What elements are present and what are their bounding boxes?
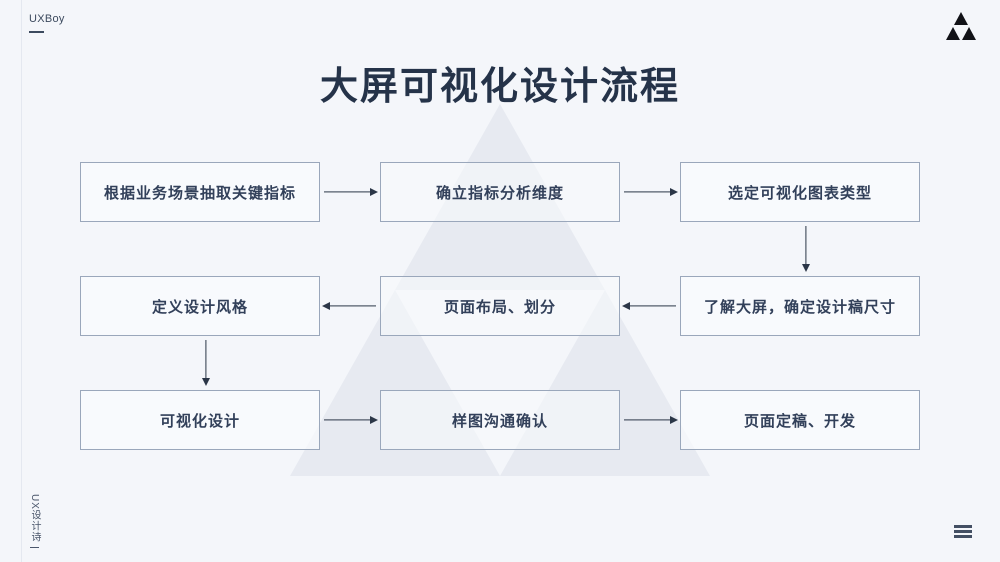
brand-block: UXBoy xyxy=(29,12,65,33)
flow-row-2: 定义设计风格 页面布局、划分 了解大屏，确定设计稿尺寸 xyxy=(80,276,920,336)
footer-underline xyxy=(30,546,39,548)
brand-name: UXBoy xyxy=(29,13,65,25)
flow-node-3[interactable]: 选定可视化图表类型 xyxy=(680,162,920,222)
arrow-down-icon xyxy=(200,340,212,386)
footer-vertical-text: UX设计诗 xyxy=(29,493,40,543)
arrow-left-icon xyxy=(620,300,680,312)
row-gap-1 xyxy=(80,222,920,276)
flow-row-1: 根据业务场景抽取关键指标 确立指标分析维度 选定可视化图表类型 xyxy=(80,162,920,222)
flow-node-9[interactable]: 页面定稿、开发 xyxy=(680,390,920,450)
brand-underline xyxy=(29,31,44,33)
page-title: 大屏可视化设计流程 xyxy=(319,66,680,108)
arrow-right-icon xyxy=(320,414,380,426)
flow-node-5[interactable]: 页面布局、划分 xyxy=(380,276,620,336)
arrow-right-icon xyxy=(620,186,680,198)
left-vertical-rule xyxy=(21,0,22,562)
triangle-sierpinski-logo-icon xyxy=(944,11,978,41)
footer-vertical-caption: UX设计诗 xyxy=(29,494,40,548)
hamburger-menu-icon[interactable] xyxy=(954,525,972,538)
arrow-right-icon xyxy=(620,414,680,426)
arrow-left-icon xyxy=(320,300,380,312)
flow-row-3: 可视化设计 样图沟通确认 页面定稿、开发 xyxy=(80,390,920,450)
row-gap-2 xyxy=(80,336,920,390)
flow-node-4[interactable]: 定义设计风格 xyxy=(80,276,320,336)
flow-node-2[interactable]: 确立指标分析维度 xyxy=(380,162,620,222)
flow-node-1[interactable]: 根据业务场景抽取关键指标 xyxy=(80,162,320,222)
arrow-down-icon xyxy=(800,226,812,272)
flow-node-7[interactable]: 可视化设计 xyxy=(80,390,320,450)
flow-diagram: 根据业务场景抽取关键指标 确立指标分析维度 选定可视化图表类型 定义设计风格 页… xyxy=(80,162,920,450)
flow-node-6[interactable]: 了解大屏，确定设计稿尺寸 xyxy=(680,276,920,336)
arrow-right-icon xyxy=(320,186,380,198)
flow-node-8[interactable]: 样图沟通确认 xyxy=(380,390,620,450)
